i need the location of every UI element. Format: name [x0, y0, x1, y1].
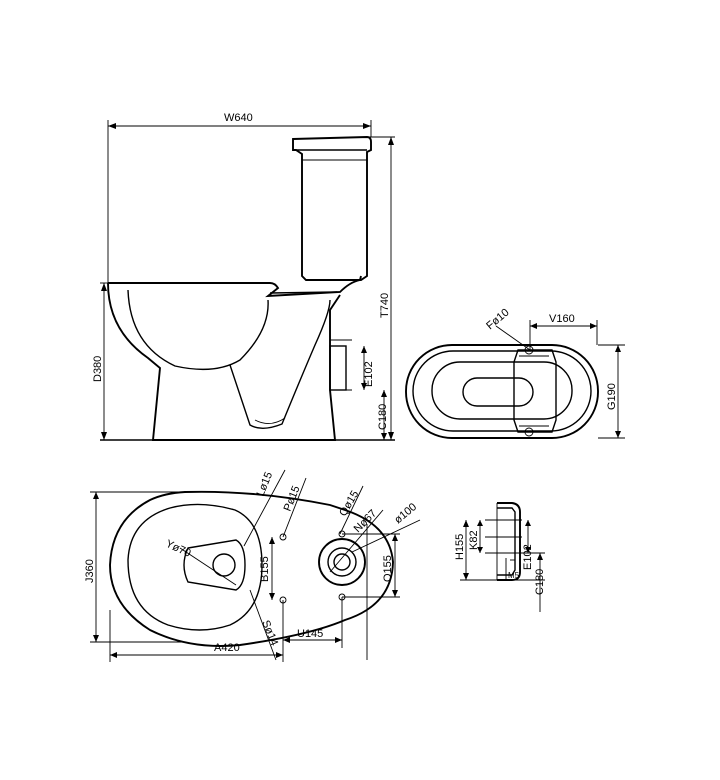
dim-W: W640 — [224, 112, 253, 124]
outlet-detail-view — [485, 502, 545, 581]
dim-T: T740 — [379, 293, 391, 318]
dim-M: M5 — [508, 571, 520, 580]
top-view-dimensions: Fø10 V160 G190 — [484, 307, 625, 439]
dim-U: U145 — [297, 628, 323, 640]
dim-F: Fø10 — [484, 307, 511, 333]
dim-E-detail: E102 — [522, 544, 534, 570]
dim-E-side: E102 — [363, 361, 375, 387]
dim-V: V160 — [549, 313, 575, 325]
dim-K: K82 — [468, 530, 480, 550]
plan-dimensions: Lø15 Pø15 Qø15 Nø67 ø100 Yø70 B155 O155 — [84, 469, 421, 662]
dim-C-detail: C180 — [534, 569, 546, 595]
dim-A: A420 — [214, 642, 240, 654]
dim-Q: Qø15 — [337, 489, 361, 519]
dim-D: D380 — [92, 356, 104, 382]
dim-O: O155 — [382, 555, 394, 582]
dim-B: B155 — [259, 556, 271, 582]
dim-J: J360 — [84, 559, 96, 583]
dim-C-side: C180 — [377, 404, 389, 430]
dim-H: H155 — [454, 534, 466, 560]
detail-dimensions: H155 K82 E102 C180 M5 — [454, 520, 546, 612]
side-elevation-view — [100, 136, 395, 441]
dim-Y: Yø70 — [164, 538, 193, 560]
dim-S: Sø14 — [259, 619, 280, 648]
cistern-top-view — [405, 344, 599, 439]
plan-view — [109, 490, 394, 660]
side-dimensions: W640 T740 D380 E102 C180 — [92, 112, 395, 440]
dim-G: G190 — [606, 383, 618, 410]
